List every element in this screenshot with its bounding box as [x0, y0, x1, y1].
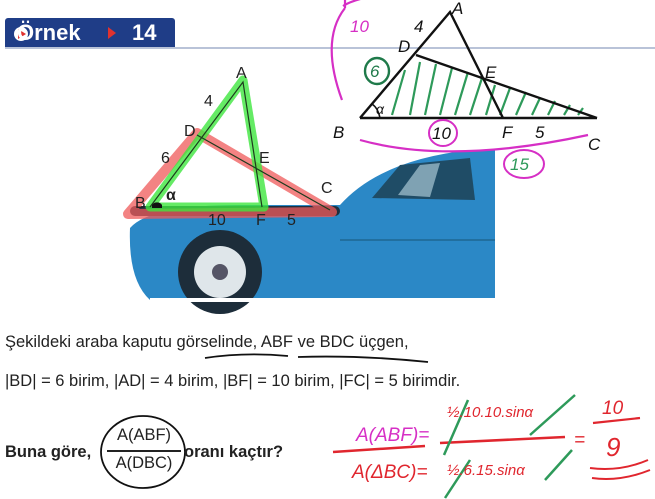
sketch-label-bf: 10 — [432, 124, 451, 143]
sketch-label-bd: 6 — [370, 62, 380, 81]
chevron-right-icon — [108, 27, 116, 39]
question-suffix: oranı kaçtır? — [184, 443, 284, 461]
play-icon — [14, 27, 28, 41]
label-a: A — [236, 65, 247, 82]
sketch-label-d: D — [398, 37, 410, 56]
fraction-bar — [107, 450, 181, 452]
label-fc: 5 — [287, 212, 296, 229]
question-line-1: Şekildeki araba kaputu görselinde, ABF v… — [5, 333, 409, 351]
solution-equals: = — [574, 430, 585, 451]
sketch-label-ba: 10 — [350, 17, 369, 36]
sketch-label-f: F — [502, 123, 514, 142]
handwritten-sketch: A 4 D E B α F 5 C 10 6 10 15 — [330, 0, 601, 179]
car-illustration — [129, 150, 496, 314]
label-f: F — [256, 212, 266, 229]
fraction-denominator: A(DBC) — [115, 454, 173, 472]
label-bf: 10 — [208, 212, 226, 229]
example-number: 14 — [132, 20, 157, 45]
solution-result-den: 9 — [606, 432, 620, 462]
sketch-label-alpha: α — [376, 101, 385, 117]
label-bd: 6 — [161, 150, 170, 167]
header-divider — [5, 47, 655, 49]
label-alpha: α — [166, 187, 176, 204]
handwritten-solution: A(ABF)= ½.10.10.sinα A(ΔBC)= ½.6.15.sinα… — [332, 394, 651, 499]
label-d: D — [184, 123, 196, 140]
question-line-2: |BD| = 6 birim, |AD| = 4 birim, |BF| = 1… — [5, 372, 461, 390]
example-banner: Örnek 14 — [5, 18, 175, 48]
label-c: C — [321, 180, 333, 197]
question-prefix: Buna göre, — [5, 443, 92, 461]
sketch-label-b: B — [333, 123, 344, 142]
circle-mark — [100, 415, 186, 489]
sketch-label-bc: 15 — [510, 155, 529, 174]
solution-num-left: A(ABF)= — [355, 425, 429, 446]
label-e: E — [259, 150, 270, 167]
sketch-label-a: A — [451, 0, 463, 18]
label-b: B — [135, 195, 146, 212]
underline-marks — [204, 353, 429, 363]
angle-marker — [152, 202, 162, 208]
label-ad: 4 — [204, 93, 213, 110]
fraction-numerator: A(ABF) — [116, 426, 172, 444]
sketch-label-ad: 4 — [414, 17, 423, 36]
solution-num-right: ½.10.10.sinα — [447, 404, 534, 421]
solution-result-num: 10 — [602, 398, 624, 419]
solution-den-left: A(ΔBC)= — [351, 462, 428, 483]
sketch-label-e: E — [485, 63, 497, 82]
sketch-label-fc: 5 — [535, 123, 545, 142]
example-word: Örnek — [17, 20, 81, 45]
solution-den-right: ½.6.15.sinα — [447, 462, 525, 479]
sketch-label-c: C — [588, 135, 601, 154]
